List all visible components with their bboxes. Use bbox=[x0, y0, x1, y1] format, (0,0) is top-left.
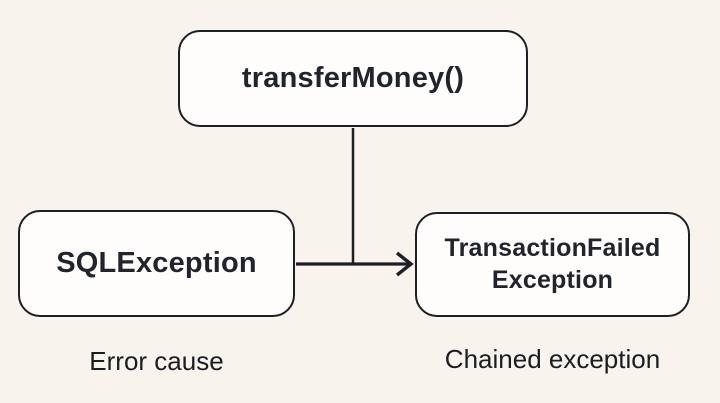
node-transactionfailedexception-line2: Exception bbox=[491, 265, 614, 294]
caption-error-cause: Error cause bbox=[89, 346, 224, 376]
node-sqlexception-label: SQLException bbox=[56, 247, 257, 280]
node-transactionfailedexception-line1: TransactionFailed bbox=[444, 234, 661, 263]
node-transactionfailedexception: TransactionFailed Exception bbox=[415, 212, 690, 317]
node-transfermoney: transferMoney() bbox=[178, 30, 528, 127]
arrowhead-icon bbox=[395, 251, 414, 277]
node-sqlexception: SQLException bbox=[18, 210, 295, 317]
node-transfermoney-label: transferMoney() bbox=[241, 62, 465, 95]
caption-chained-exception: Chained exception bbox=[444, 344, 661, 374]
node-transactionfailedexception-label: TransactionFailed Exception bbox=[445, 233, 661, 296]
